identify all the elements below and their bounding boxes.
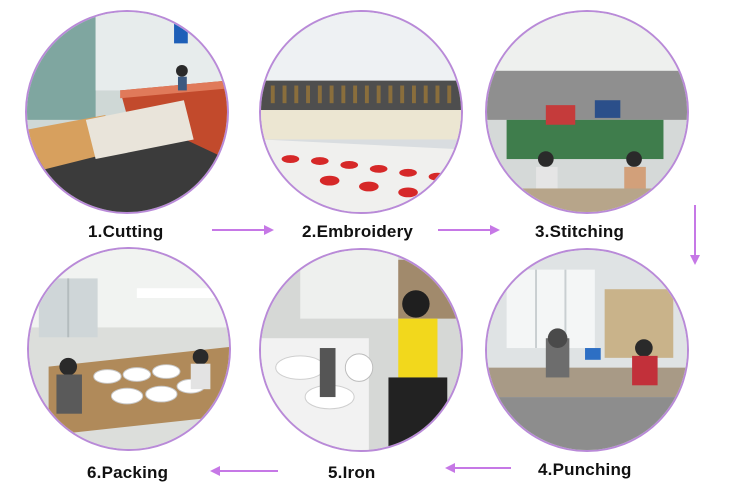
cutting-scene-illustration	[27, 12, 227, 212]
arrow-1-to-2	[212, 225, 274, 235]
punching-scene-illustration	[487, 250, 687, 450]
step-4-punching-photo	[485, 248, 689, 452]
step-4-label: 4.Punching	[538, 460, 632, 479]
arrow-5-to-6	[210, 466, 278, 476]
step-1-label: 1.Cutting	[88, 222, 164, 241]
stitching-scene-illustration	[487, 12, 687, 212]
step-5-label: 5.Iron	[328, 463, 376, 482]
step-1-cutting-photo	[25, 10, 229, 214]
step-6-packing-photo	[27, 247, 231, 451]
iron-scene-illustration	[261, 250, 461, 450]
arrow-4-to-5	[445, 463, 511, 473]
packing-scene-illustration	[29, 249, 229, 449]
step-3-stitching-photo	[485, 10, 689, 214]
step-6-label: 6.Packing	[87, 463, 169, 482]
arrow-2-to-3	[438, 225, 500, 235]
step-5-iron-photo	[259, 248, 463, 452]
step-3-label: 3.Stitching	[535, 222, 625, 241]
arrow-3-to-4	[690, 205, 700, 265]
step-2-label: 2.Embroidery	[302, 222, 414, 241]
embroidery-scene-illustration	[261, 12, 461, 212]
step-2-embroidery-photo	[259, 10, 463, 214]
